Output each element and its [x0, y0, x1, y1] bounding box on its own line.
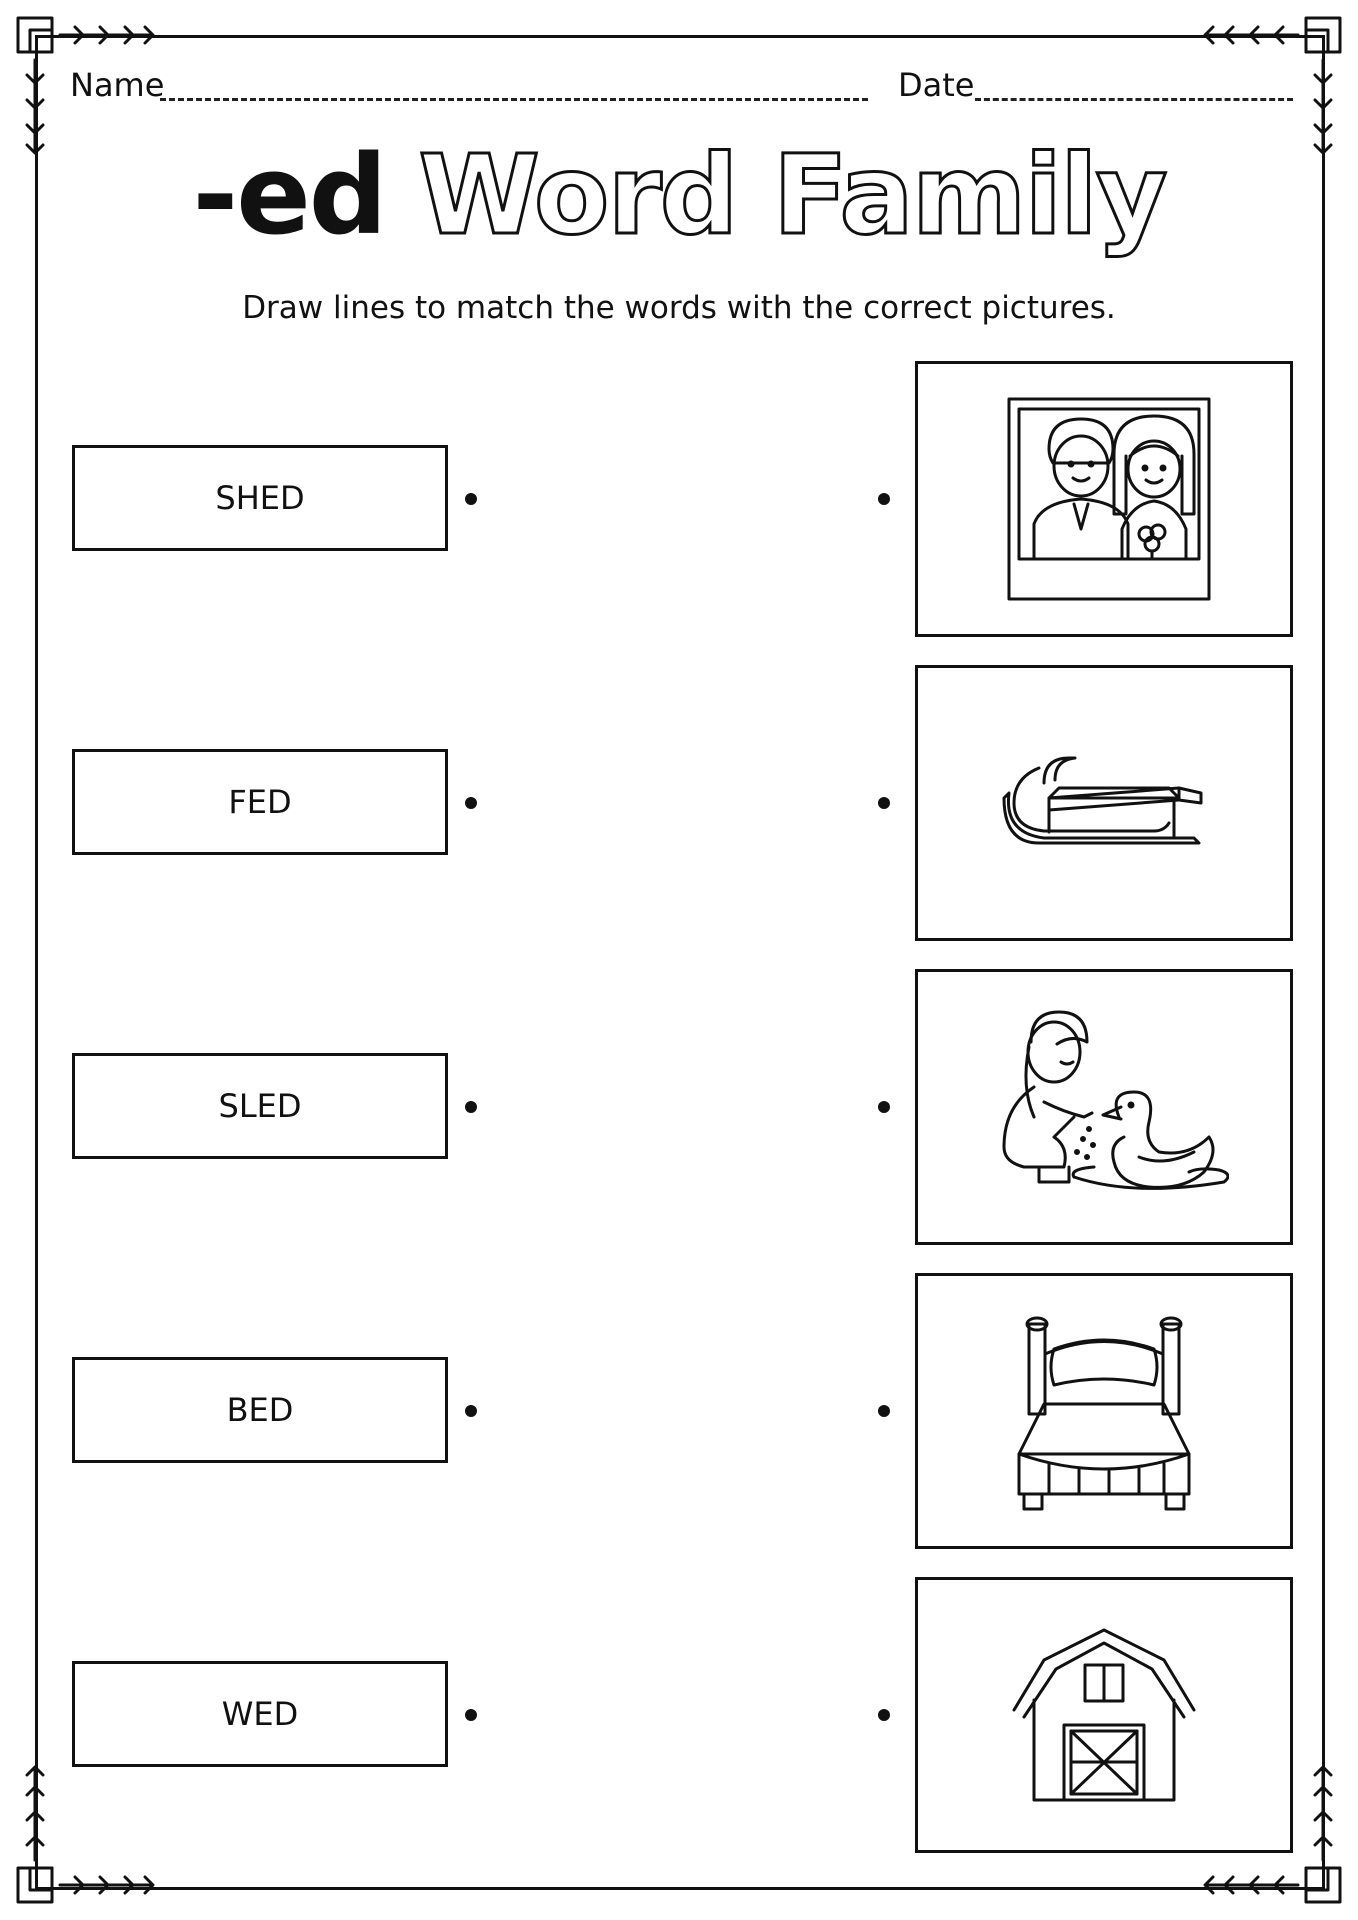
barn-shed-icon	[1012, 1628, 1196, 1802]
page-title: -ed Word Family	[0, 130, 1358, 261]
wedding-photo-icon	[1007, 397, 1211, 601]
match-dot-left[interactable]	[465, 797, 477, 809]
match-dot-right[interactable]	[878, 1101, 890, 1113]
girl-feeding-duck-icon	[1002, 1010, 1229, 1190]
bed-icon	[1017, 1316, 1191, 1510]
picture-box-shed[interactable]	[915, 1577, 1293, 1853]
picture-box-sled[interactable]	[915, 665, 1293, 941]
word-label: SHED	[215, 479, 305, 517]
word-box-sled[interactable]: SLED	[72, 1053, 448, 1159]
sled-icon	[1002, 756, 1203, 845]
match-dot-right[interactable]	[878, 1405, 890, 1417]
word-box-wed[interactable]: WED	[72, 1661, 448, 1767]
picture-box-bed[interactable]	[915, 1273, 1293, 1549]
picture-box-wedding[interactable]	[915, 361, 1293, 637]
word-label: WED	[221, 1695, 299, 1733]
date-input-line[interactable]	[975, 98, 1293, 101]
title-suffix: -ed	[192, 131, 388, 259]
match-dot-left[interactable]	[465, 1101, 477, 1113]
page-border	[35, 35, 1325, 1890]
word-label: BED	[226, 1391, 294, 1429]
match-dot-left[interactable]	[465, 1709, 477, 1721]
match-dot-left[interactable]	[465, 493, 477, 505]
word-label: FED	[228, 783, 292, 821]
instructions-text: Draw lines to match the words with the c…	[242, 290, 1116, 326]
name-input-line[interactable]	[160, 98, 868, 101]
word-box-bed[interactable]: BED	[72, 1357, 448, 1463]
match-dot-right[interactable]	[878, 797, 890, 809]
date-label: Date	[898, 66, 975, 104]
name-label: Name	[70, 66, 165, 104]
match-dot-right[interactable]	[878, 493, 890, 505]
word-box-fed[interactable]: FED	[72, 749, 448, 855]
word-box-shed[interactable]: SHED	[72, 445, 448, 551]
match-dot-right[interactable]	[878, 1709, 890, 1721]
word-label: SLED	[218, 1087, 302, 1125]
title-rest: Word Family	[417, 130, 1169, 261]
match-dot-left[interactable]	[465, 1405, 477, 1417]
picture-box-feeding[interactable]	[915, 969, 1293, 1245]
